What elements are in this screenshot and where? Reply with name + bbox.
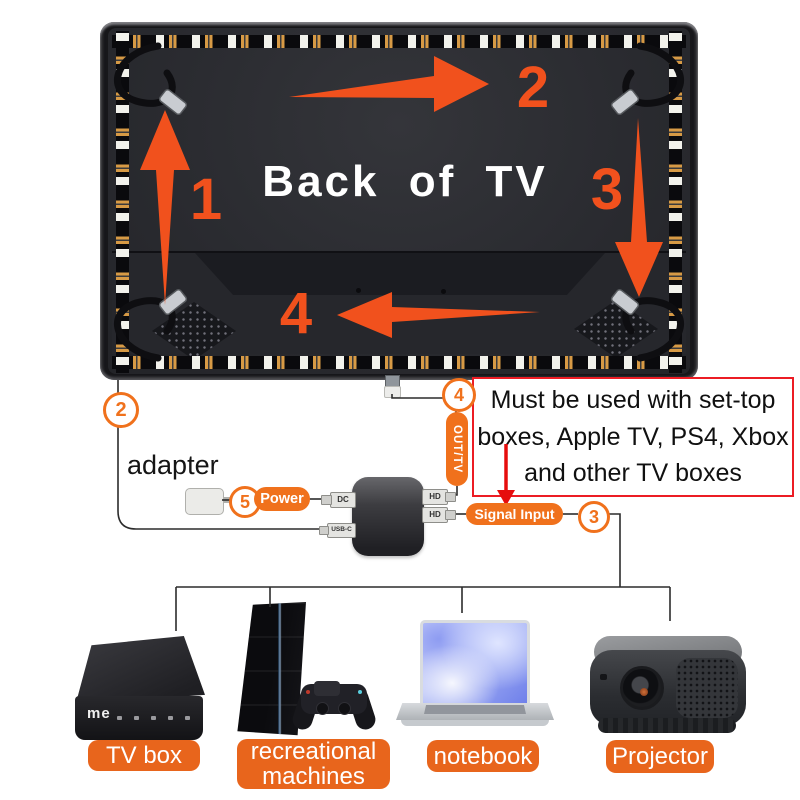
notebook-device bbox=[396, 618, 554, 734]
hdmi-in-plug-tip bbox=[445, 510, 456, 520]
strip-connector-clip bbox=[610, 288, 640, 316]
corner-cable-icon bbox=[114, 42, 176, 107]
corner-cable-icon bbox=[622, 297, 684, 362]
led-strip-right bbox=[665, 31, 686, 373]
led-strip-bottom bbox=[112, 352, 686, 373]
step-number-2: 2 bbox=[516, 55, 550, 120]
corner-cable-icon bbox=[114, 297, 176, 362]
red-pointer-arrowhead-icon bbox=[497, 490, 515, 506]
strip-connector-clip bbox=[158, 288, 188, 316]
wire-plug-to-circle4 bbox=[391, 394, 443, 399]
notebook-label: notebook bbox=[427, 740, 539, 772]
step1-up-arrow-icon bbox=[140, 110, 190, 305]
step4-left-arrow-icon bbox=[337, 292, 540, 338]
corner-cable-icon bbox=[622, 42, 684, 107]
dc-port: DC bbox=[330, 492, 356, 508]
note-line: and other TV boxes bbox=[524, 458, 742, 487]
note-line: Must be used with set-top bbox=[490, 386, 776, 415]
recreational-machines-label: recreational machines bbox=[237, 739, 390, 789]
tv-screw-hole bbox=[356, 288, 361, 293]
dc-plug-tip bbox=[321, 495, 332, 505]
projector-speaker-grille bbox=[676, 658, 738, 718]
hdmi-out-plug-tip bbox=[445, 492, 456, 502]
usbc-port: USB-C bbox=[327, 523, 356, 538]
led-strip-left bbox=[112, 31, 133, 373]
projector-device bbox=[584, 632, 750, 736]
tv-box-label: TV box bbox=[88, 740, 200, 771]
step3-down-arrow-icon bbox=[615, 118, 663, 297]
usbc-plug-tip bbox=[319, 526, 329, 535]
projector-label: Projector bbox=[606, 740, 714, 773]
tv-box-device: me bbox=[73, 636, 205, 742]
compatibility-note: Must be used with set-top boxes, Apple T… bbox=[472, 377, 794, 497]
notebook-screen bbox=[420, 620, 530, 705]
step-number-3: 3 bbox=[590, 157, 624, 222]
tv-box-front: me bbox=[75, 696, 203, 740]
tv-box-logo: me bbox=[87, 705, 111, 722]
step-number-4: 4 bbox=[279, 281, 313, 346]
projector-lens-icon bbox=[620, 666, 664, 710]
circled-step-4: 4 bbox=[442, 378, 476, 412]
game-console-device bbox=[236, 602, 378, 738]
strip-connector-clip bbox=[158, 88, 188, 116]
note-line: boxes, Apple TV, PS4, Xbox bbox=[477, 422, 789, 451]
tv-screw-hole bbox=[441, 289, 446, 294]
projector-lens-glint bbox=[640, 688, 648, 696]
projector-base bbox=[598, 718, 736, 733]
led-controller-box bbox=[352, 477, 424, 556]
notebook-keyboard bbox=[424, 705, 526, 714]
projector-sensor bbox=[600, 674, 607, 680]
tv-box-indicators bbox=[117, 716, 193, 720]
adapter-label: adapter bbox=[127, 450, 219, 480]
led-strip-top bbox=[112, 31, 686, 52]
signal-input-pill: Signal Input bbox=[466, 503, 563, 525]
tv-back-title: Back of TV bbox=[262, 157, 548, 206]
circled-step-2: 2 bbox=[103, 392, 139, 428]
hdmi-out-port: HD bbox=[422, 489, 448, 505]
notebook-front-lip bbox=[401, 720, 549, 726]
tv-box-top bbox=[75, 636, 205, 705]
power-pill: Power bbox=[254, 487, 310, 511]
tv-recessed-panel bbox=[195, 253, 605, 295]
wire-tv-to-usbc bbox=[117, 380, 327, 530]
strip-connector-clip bbox=[610, 88, 640, 116]
out-tv-pill: OUT/TV bbox=[446, 412, 468, 486]
step2-right-arrow-icon bbox=[289, 56, 489, 112]
circled-step-3: 3 bbox=[578, 501, 610, 533]
gamepad-icon bbox=[290, 678, 378, 738]
step-number-1: 1 bbox=[189, 167, 223, 232]
